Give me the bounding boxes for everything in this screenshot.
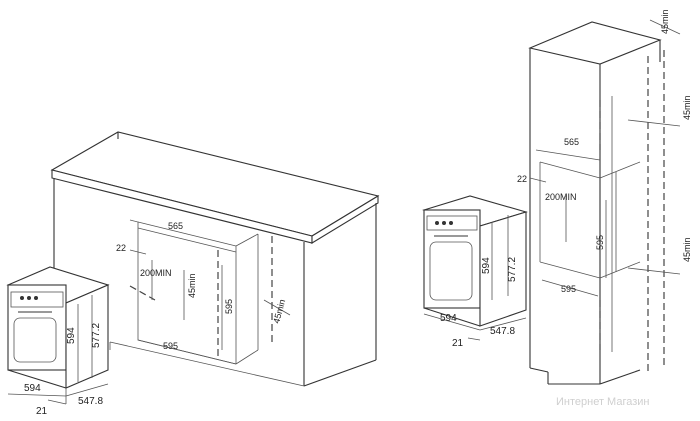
right-min-height: 200MIN <box>545 192 577 202</box>
watermark: Интернет Магазин <box>556 396 649 408</box>
right-top-vent: 45min <box>660 9 670 34</box>
left-cab-width: 565 <box>168 221 183 231</box>
left-oven-width: 594 <box>24 383 41 394</box>
left-min-height: 200MIN <box>140 268 172 278</box>
left-vent-b: 45min <box>271 298 287 324</box>
left-cab-height: 595 <box>224 299 234 314</box>
right-side-vent-b: 45min <box>682 237 692 262</box>
right-cab-height: 595 <box>595 235 605 250</box>
right-gap-top: 22 <box>517 174 527 184</box>
left-vent-a: 45min <box>187 273 197 298</box>
tall-cabinet <box>528 21 665 385</box>
middle-oven-height: 594 <box>481 257 492 274</box>
left-oven-height: 594 <box>66 327 77 344</box>
left-dimension-lines <box>129 227 291 365</box>
left-panel: 21 <box>36 406 48 417</box>
column-top <box>528 21 662 65</box>
middle-oven-height-2: 577.2 <box>507 257 518 282</box>
oven-side <box>479 211 527 327</box>
oven-side <box>65 284 109 389</box>
left-oven-height-2: 577.2 <box>91 323 102 348</box>
middle-oven-depth: 547.8 <box>490 326 515 337</box>
left-cab-depth: 595 <box>163 341 178 351</box>
middle-panel: 21 <box>452 338 464 349</box>
left-oven-depth: 547.8 <box>78 396 103 407</box>
right-cab-depth: 595 <box>561 284 576 294</box>
countertop-side <box>311 195 379 244</box>
right-cab-width: 565 <box>564 137 579 147</box>
right-dimension-lines <box>529 19 681 297</box>
middle-oven <box>422 195 528 327</box>
middle-oven-width: 594 <box>440 313 457 324</box>
left-gap-top: 22 <box>116 243 126 253</box>
middle-oven-dims <box>423 215 527 341</box>
right-side-vent-a: 45min <box>682 95 692 120</box>
oven-front <box>423 209 481 309</box>
left-oven-dims <box>7 295 109 405</box>
left-oven <box>6 266 110 389</box>
